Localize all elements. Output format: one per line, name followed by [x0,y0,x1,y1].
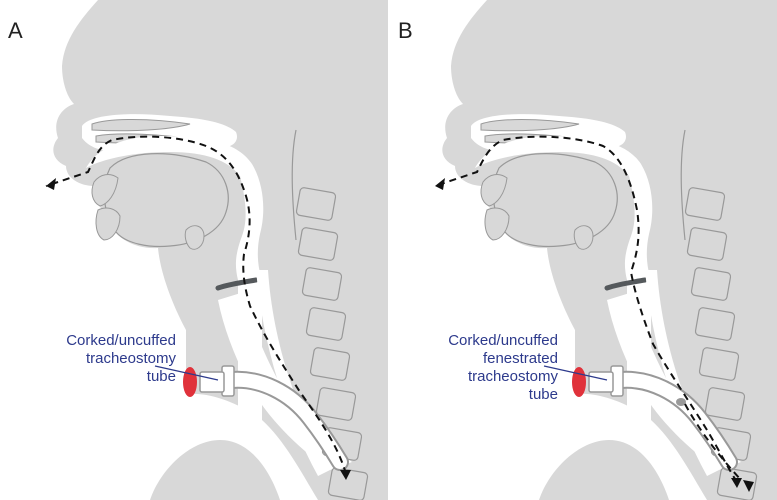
callout-label-a: Corked/uncuffed tracheostomy tube [8,332,176,386]
vertebra-a-5 [310,347,350,381]
lower-tooth-b [485,208,509,240]
label-a-line-2: tracheostomy [8,350,176,368]
panel-b [435,0,777,500]
trach-hub-a [200,372,224,392]
head-silhouette-a [53,0,388,500]
cork-cap-b [572,367,586,397]
label-a-line-3: tube [8,368,176,386]
label-b-line-3: tracheostomy [400,368,558,386]
panel-body-b [435,0,777,500]
label-b-line-2: fenestrated [400,350,558,368]
panel-letter-b: B [398,18,413,44]
vertebra-b-2 [687,227,727,261]
tongue-b [493,154,617,247]
label-a-line-1: Corked/uncuffed [8,332,176,350]
head-silhouette-b [442,0,777,500]
panel-a [46,0,388,500]
tongue-a [104,154,228,247]
airflow-arrow-exit-a [46,178,56,190]
vertebra-b-5 [699,347,739,381]
vertebra-a-1 [296,187,336,221]
uvula-a [185,226,204,250]
label-b-line-1: Corked/uncuffed [400,332,558,350]
vertebra-b-4 [695,307,735,341]
vertebra-b-1 [685,187,725,221]
vertebra-b-6 [705,387,745,421]
vertebra-a-2 [298,227,338,261]
uvula-b [574,226,593,250]
cork-cap-a [183,367,197,397]
vertebra-a-3 [302,267,342,301]
label-b-line-4: tube [400,386,558,404]
vertebra-a-6 [316,387,356,421]
callout-label-b: Corked/uncuffed fenestrated tracheostomy… [400,332,558,404]
vertebra-b-3 [691,267,731,301]
panel-body-a [46,0,388,500]
vertebra-a-4 [306,307,346,341]
lower-tooth-a [96,208,120,240]
trach-hub-b [589,372,613,392]
panel-letter-a: A [8,18,23,44]
airflow-arrow-exit-b [435,178,445,190]
